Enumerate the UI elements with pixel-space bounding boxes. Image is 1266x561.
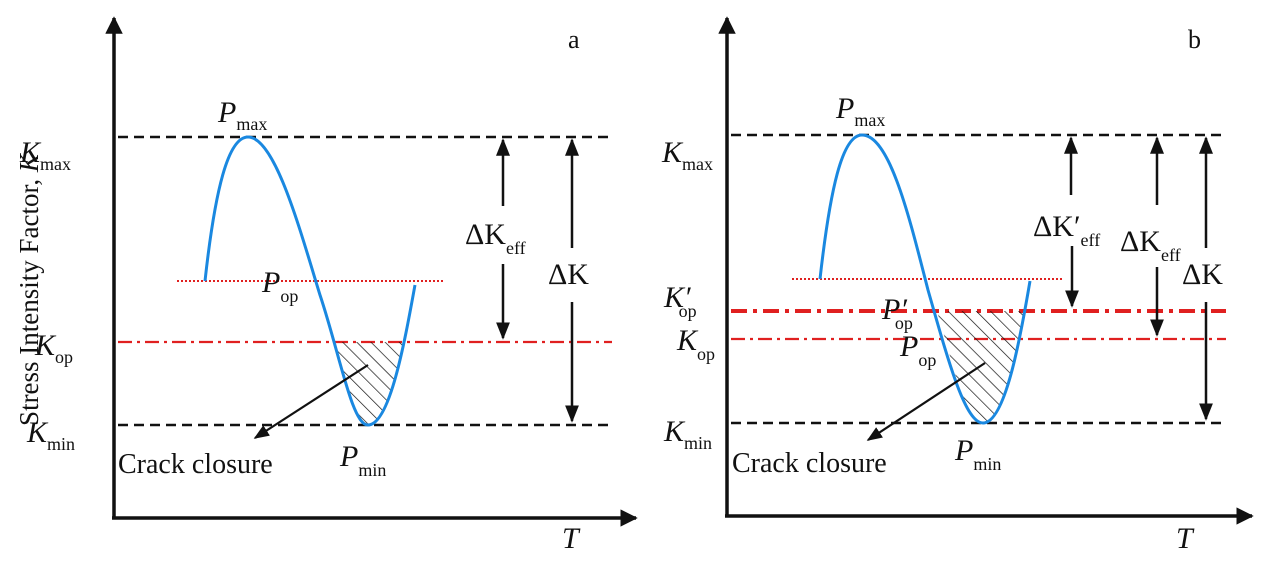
panel-label-a: a	[568, 25, 580, 54]
load-curve	[203, 135, 417, 427]
x-axis-label-t: T	[562, 522, 581, 555]
x-axis-label-t: T	[1176, 522, 1195, 555]
pmax-label: Pmax	[217, 96, 267, 134]
kop-prime-label: K′op	[663, 281, 697, 321]
dkeff-label: ΔKeff	[1120, 225, 1181, 265]
kop-label: Kop	[34, 329, 73, 367]
panel-label-b: b	[1188, 25, 1201, 54]
dk-label: ΔK	[1182, 258, 1223, 291]
pop-prime-label: P′op	[881, 293, 913, 333]
dkeff-prime-label: ΔK′eff	[1033, 210, 1100, 250]
pop-label: Pop	[261, 266, 298, 306]
kmax-label: Kmax	[19, 136, 71, 174]
pmax-label: Pmax	[835, 92, 885, 130]
panel-b: b Kmax K′op Kop Kmin Pmax P′op Pop Pmin …	[661, 16, 1254, 555]
y-axis-label: Stress Intensity Factor, K	[14, 152, 44, 426]
pop-label: Pop	[899, 330, 936, 370]
kmin-label: Kmin	[663, 415, 712, 453]
crack-closure-hatch	[937, 311, 1024, 423]
crack-closure-label: Crack closure	[118, 449, 273, 480]
pmin-label: Pmin	[954, 434, 1001, 474]
crack-closure-label: Crack closure	[732, 448, 887, 479]
load-curve	[818, 133, 1032, 425]
kmin-label: Kmin	[26, 416, 75, 454]
crack-closure-arrow	[253, 364, 369, 439]
dkeff-label: ΔKeff	[465, 218, 526, 258]
crack-closure-arrow	[866, 362, 986, 441]
crack-closure-hatch	[335, 342, 403, 425]
panel-a: a Kmax Kop Kmin Pmax Pop Pmin ΔKeff ΔK C…	[19, 16, 638, 555]
kop-label: Kop	[676, 324, 715, 364]
dk-label: ΔK	[548, 258, 589, 291]
pmin-label: Pmin	[339, 440, 386, 480]
kmax-label: Kmax	[661, 136, 713, 174]
